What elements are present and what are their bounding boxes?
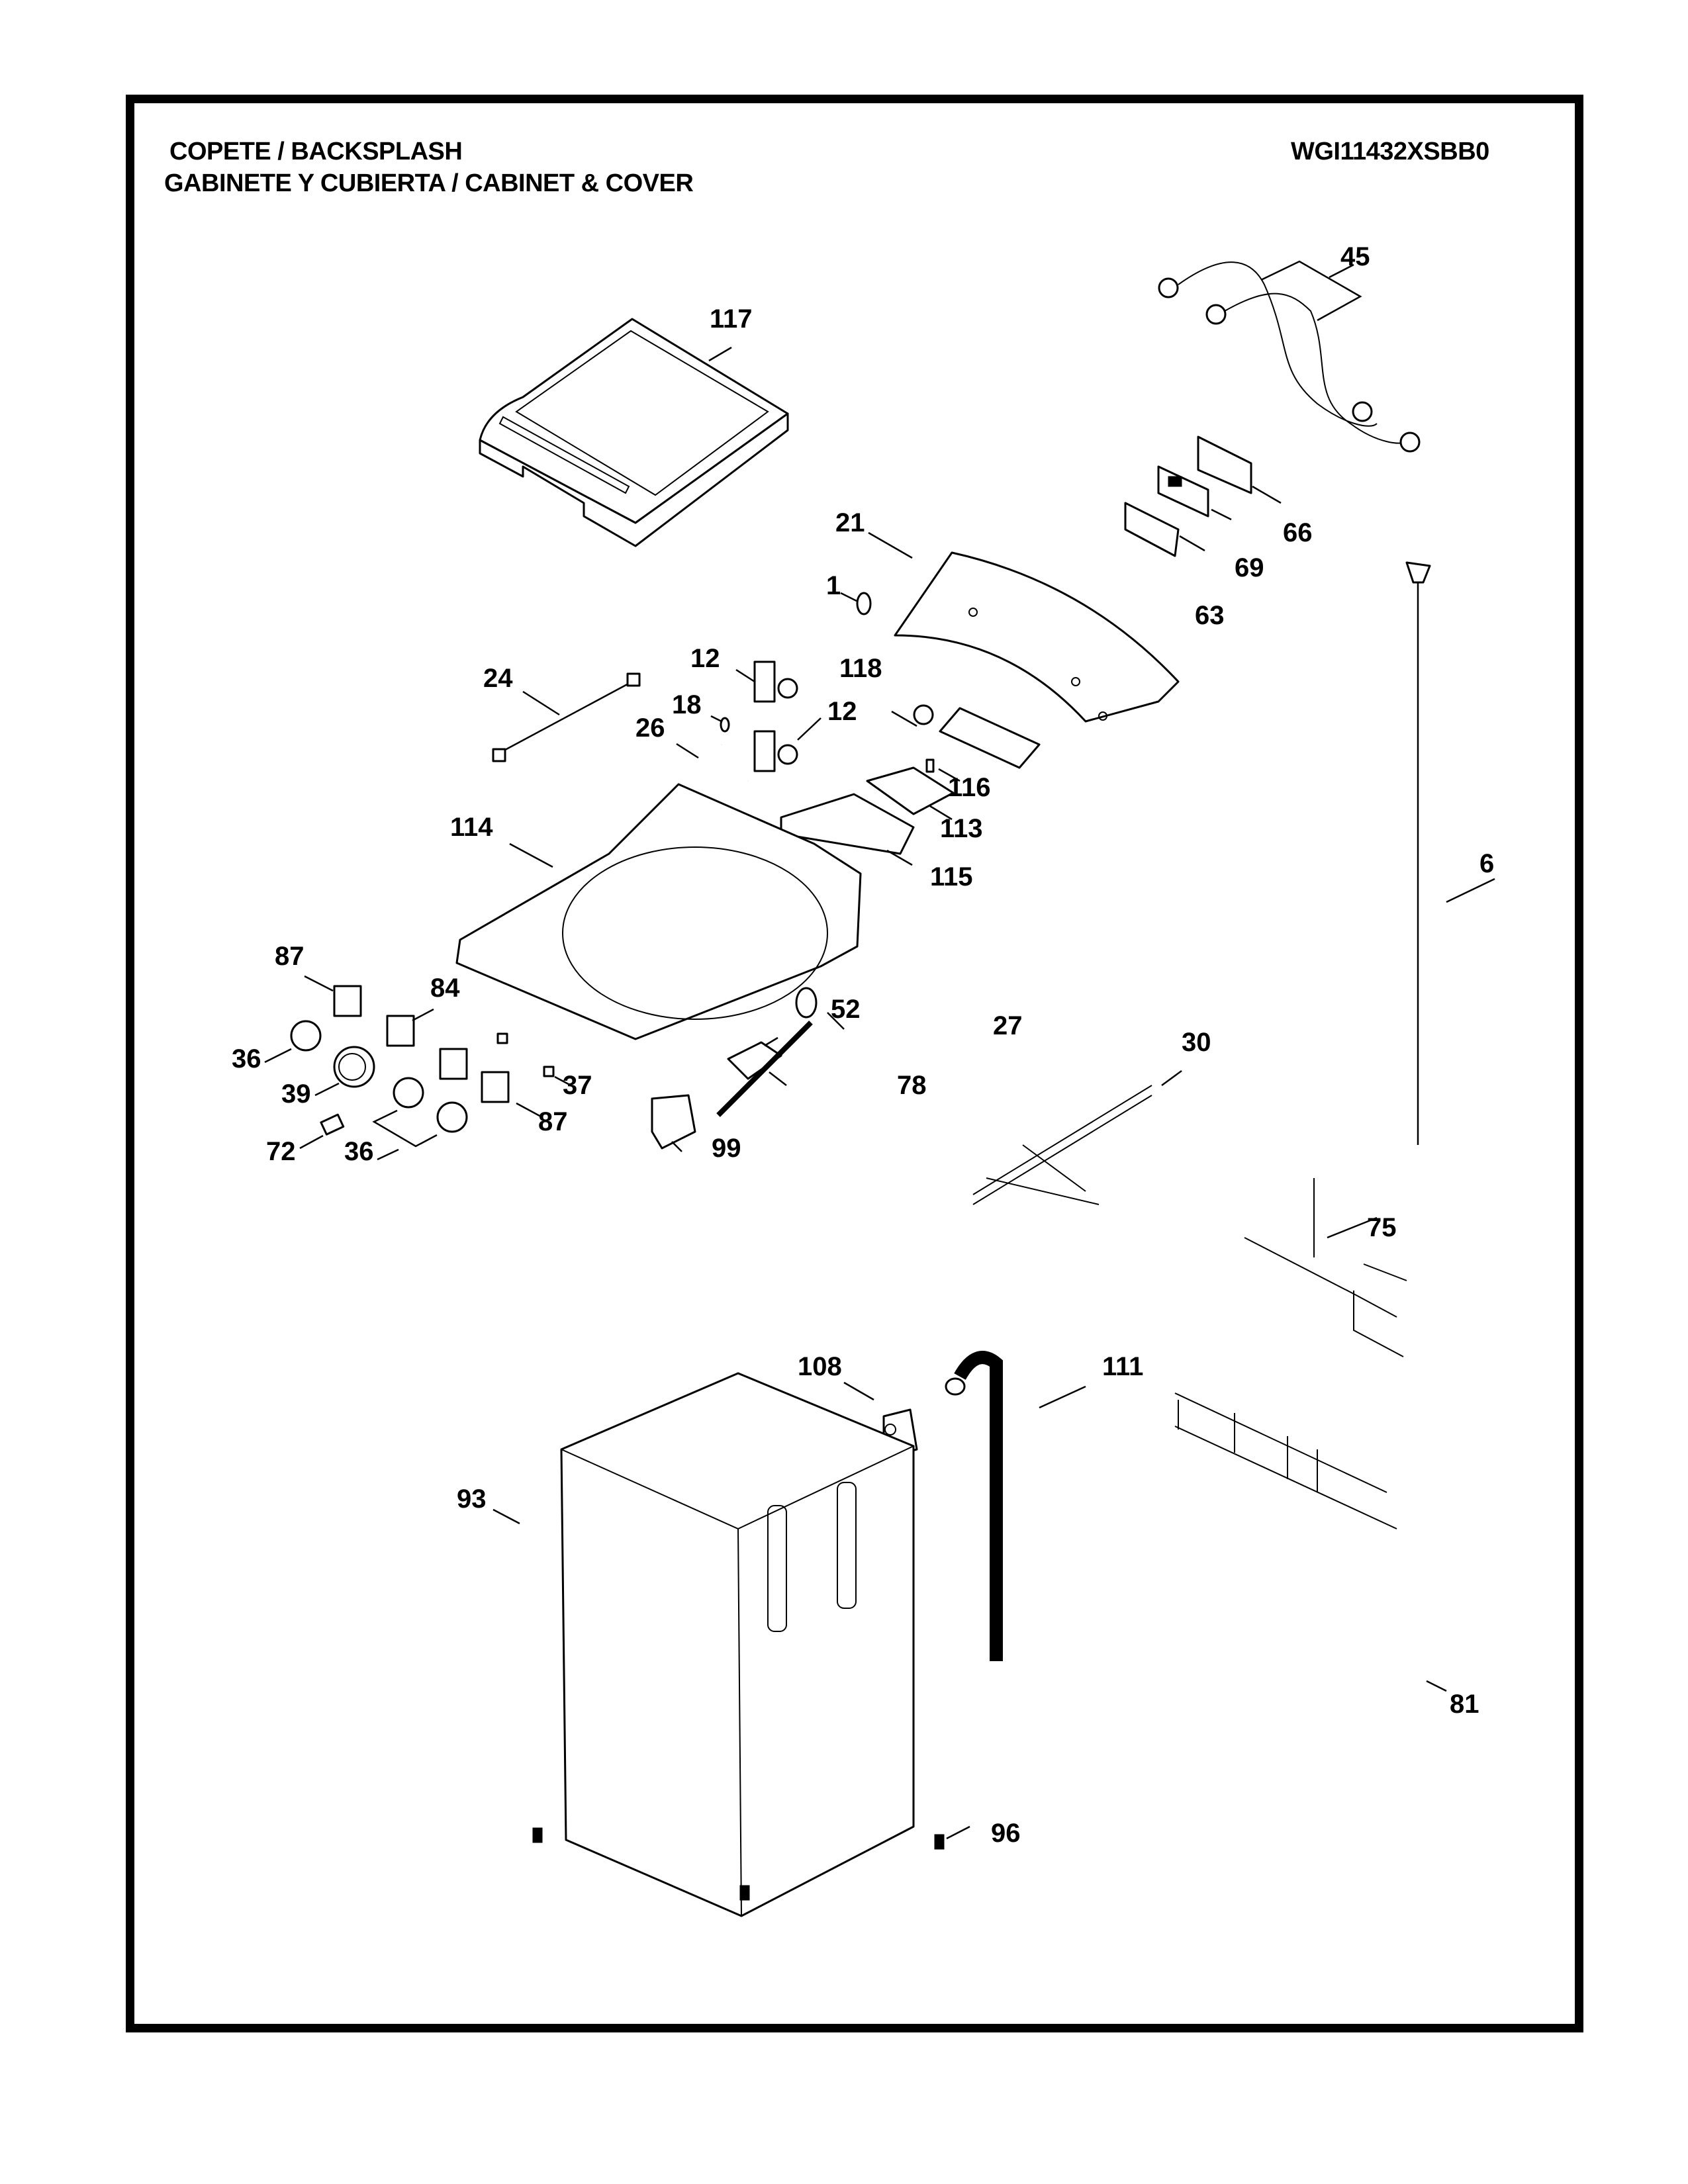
callout-board-housing: 63 [1195, 601, 1225, 630]
callout-power-cord: 6 [1479, 849, 1495, 878]
callout-hose-clamp: 18 [672, 690, 702, 719]
wire-harness-drawing [492, 672, 641, 762]
callout-switch-upper: 87 [275, 942, 305, 971]
water-valves-drawing [735, 660, 821, 772]
diagram-frame [126, 95, 1583, 2032]
lid-switch-drawing [651, 1094, 696, 1152]
fill-hose-drawing [676, 741, 749, 788]
callout-top-cover: 117 [710, 304, 753, 334]
harness-81-drawing [1174, 1392, 1447, 1692]
callout-control-board: 69 [1235, 553, 1264, 582]
callout-dispenser-cup: 113 [940, 814, 983, 843]
hose-clamp-drawing [710, 715, 730, 733]
callout-fill-hose: 26 [635, 713, 665, 743]
diagram-title-backsplash: COPETE / BACKSPLASH [169, 138, 463, 165]
led-board-drawing [299, 1113, 345, 1150]
callout-water-valve-upper: 12 [690, 644, 720, 673]
callout-cabinet: 93 [457, 1484, 487, 1514]
harness-75-drawing [1244, 1178, 1407, 1357]
callout-wire-harness: 24 [483, 664, 513, 693]
button-caps-drawing [496, 1032, 575, 1089]
callout-harness-30: 30 [1182, 1028, 1211, 1057]
callout-harness-81: 81 [1450, 1690, 1479, 1719]
callout-water-valve-lower: 12 [827, 697, 857, 726]
control-bracket-drawing [1197, 435, 1282, 504]
callout-control-bracket: 66 [1283, 518, 1313, 547]
valve-assembly-drawing [891, 704, 1041, 769]
knob-insert-drawing [840, 592, 872, 615]
top-frame-drawing [455, 783, 862, 1040]
callout-backsplash-panel: 21 [835, 508, 865, 537]
dispenser-cup-drawing [866, 766, 955, 821]
callout-drain-bracket: 108 [798, 1352, 842, 1381]
top-cover-drawing [479, 318, 789, 547]
switches-drawing [304, 975, 541, 1118]
callout-pressure-tube: 78 [897, 1071, 927, 1100]
callout-dispenser-drawer: 115 [930, 862, 973, 891]
callout-lid-switch: 99 [712, 1134, 741, 1163]
callout-switch-lower: 87 [538, 1107, 568, 1136]
cabinet-drawing [492, 1372, 915, 1917]
pressure-switch-drawing [795, 987, 845, 1030]
backsplash-panel-drawing [868, 531, 1180, 723]
callout-drain-hose: 111 [1102, 1352, 1144, 1381]
leveling-legs-drawing [532, 1825, 970, 1901]
callout-harness-75: 75 [1367, 1213, 1397, 1242]
callout-leveling-leg: 96 [991, 1819, 1021, 1848]
power-cord-drawing [1405, 561, 1495, 1145]
harness-30-drawing [972, 1069, 1182, 1205]
callout-large-knob: 39 [281, 1079, 311, 1109]
callout-pressure-switch: 27 [993, 1011, 1023, 1040]
callout-knob-left: 36 [232, 1044, 261, 1073]
pressure-tube-drawing [716, 1021, 813, 1117]
callout-valve-assembly: 118 [839, 654, 882, 683]
knobs-drawing [264, 1020, 468, 1161]
callout-led-board: 72 [266, 1137, 296, 1166]
siphon-cap-drawing [925, 758, 961, 782]
inlet-hoses-drawing [1158, 260, 1421, 453]
diagram-title-cabinet: GABINETE Y CUBIERTA / CABINET & COVER [164, 169, 694, 197]
callout-knob-insert: 1 [826, 571, 841, 600]
callout-button-cap: 37 [563, 1071, 592, 1100]
callout-bracket-plate: 52 [831, 995, 861, 1024]
callout-top-frame: 114 [450, 813, 493, 842]
callout-selector-switch: 84 [430, 974, 460, 1003]
control-board-drawing [1157, 465, 1232, 521]
drain-hose-drawing [945, 1351, 1086, 1661]
board-housing-drawing [1124, 502, 1205, 557]
callout-inlet-hoses: 45 [1340, 242, 1370, 271]
callout-knobs-pair: 36 [344, 1137, 374, 1166]
model-number: WGI11432XSBB0 [1291, 138, 1489, 165]
callout-siphon-cap: 116 [948, 773, 991, 802]
